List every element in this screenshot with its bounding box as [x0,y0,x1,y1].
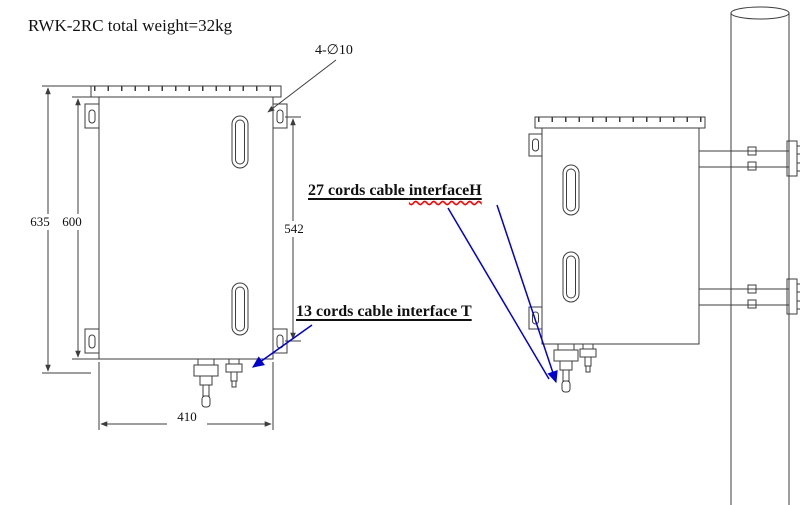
cable-27-leader-a [447,207,550,380]
pole-mounting-brackets [699,140,800,315]
cable-27-leader-b [496,204,558,384]
drawing-title: RWK-2RC total weight=32kg [28,16,233,35]
cable-27-label: 27 cords cable interfaceH [308,182,482,200]
front-view-enclosure [84,85,288,408]
cable-13-label: 13 cords cable interface T [296,303,472,320]
front-latch-slots [231,115,249,336]
front-mounting-ears [84,103,288,354]
holes-callout: 4-∅10 [315,43,353,58]
cable-27-label-word: interfaceH [408,182,482,199]
dimension-lines [42,59,337,430]
side-body [541,127,700,345]
annotation-arrows [252,204,558,384]
cable-27-label-prefix: 27 cords cable [308,182,409,199]
side-cable-gland-large [553,343,579,393]
front-lid [90,85,282,98]
side-mounting-ears [528,133,543,330]
front-body [98,96,274,360]
mounting-pole [730,6,790,505]
cable-13-leader [252,324,313,368]
front-cable-gland-small [225,358,243,388]
dimension-overall-height: 635 [25,214,55,230]
side-cable-gland-small [579,343,597,373]
holes-leader-line [267,59,337,113]
dimension-body-height: 600 [57,214,87,230]
front-cable-gland-large [193,358,219,408]
side-view-enclosure [528,116,800,393]
dimension-width: 410 [167,409,207,425]
dimension-inner-span: 542 [278,221,310,237]
side-latch-slots [562,164,580,303]
